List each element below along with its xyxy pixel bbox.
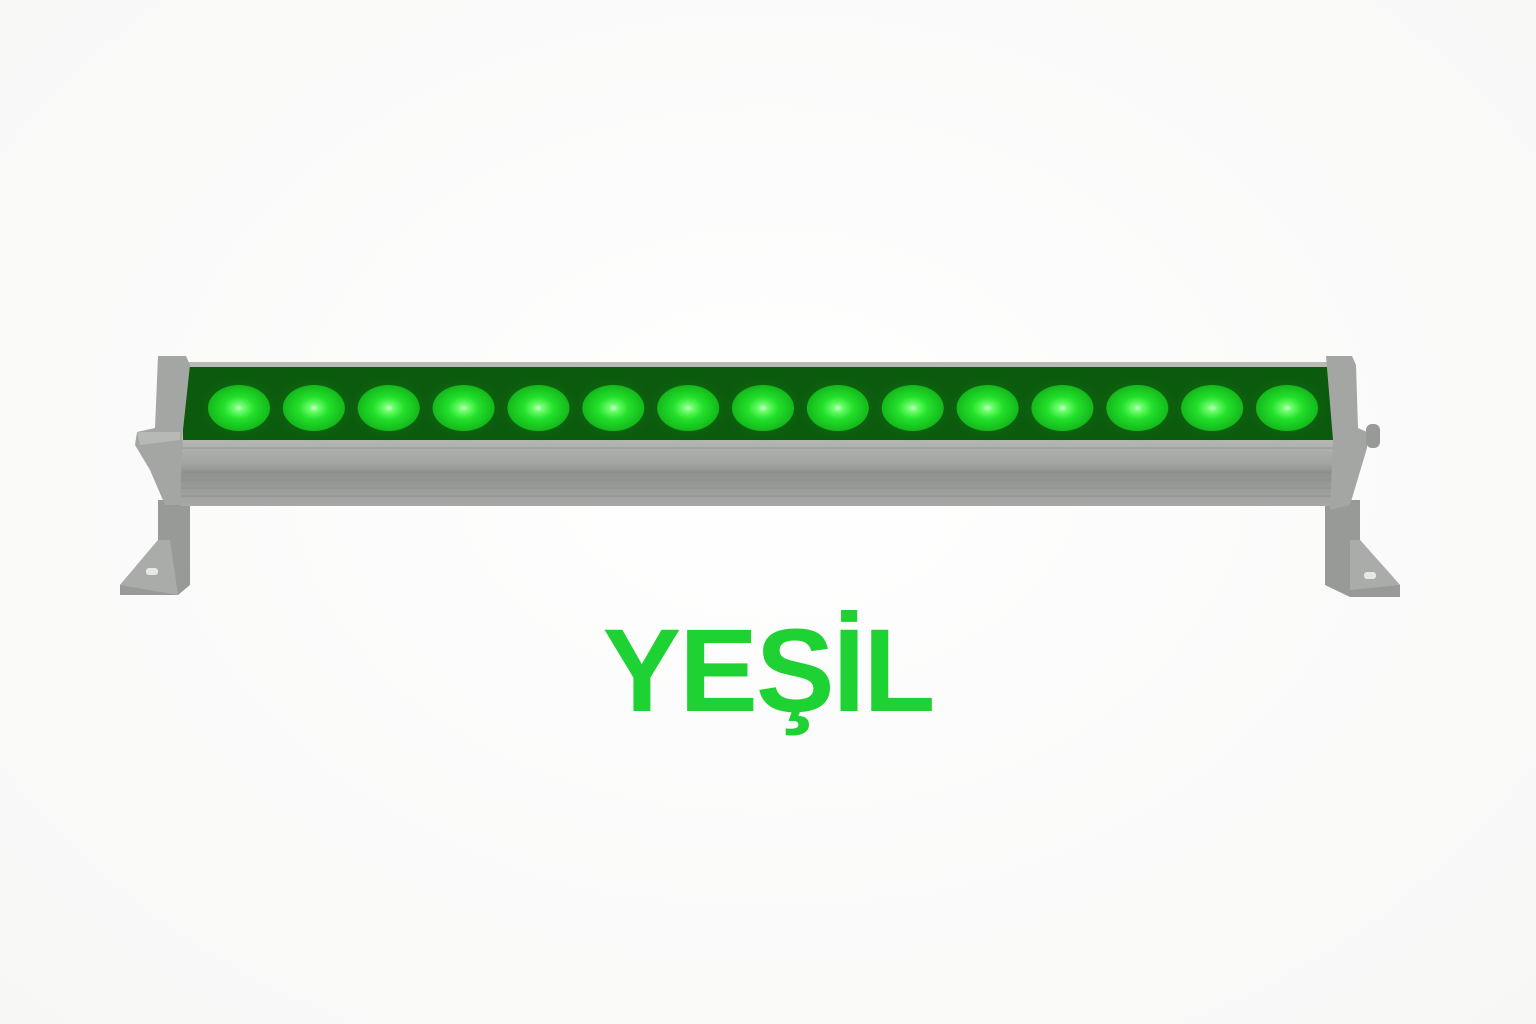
led-lens bbox=[732, 385, 794, 431]
led-lens bbox=[208, 385, 270, 431]
bar-top-edge bbox=[180, 362, 1340, 368]
led-lens bbox=[1031, 385, 1094, 431]
led-lens bbox=[507, 385, 570, 431]
led-lens bbox=[1106, 385, 1169, 431]
left-mounting-bracket bbox=[120, 500, 190, 595]
led-lens bbox=[1256, 385, 1318, 431]
right-mounting-bracket bbox=[1325, 500, 1400, 597]
bar-housing bbox=[180, 440, 1340, 506]
led-lens bbox=[806, 385, 869, 431]
led-lens bbox=[657, 385, 720, 431]
led-lens bbox=[582, 385, 645, 431]
led-lens bbox=[357, 385, 420, 431]
left-end-cap bbox=[135, 356, 190, 505]
led-lens bbox=[1181, 385, 1244, 431]
led-lens bbox=[282, 385, 345, 431]
led-lens bbox=[956, 385, 1019, 431]
led-lens bbox=[432, 385, 495, 431]
cable-gland bbox=[1366, 424, 1380, 448]
color-label: YEŞİL bbox=[602, 605, 936, 737]
right-end-cap bbox=[1326, 356, 1367, 510]
led-lens bbox=[881, 385, 944, 431]
